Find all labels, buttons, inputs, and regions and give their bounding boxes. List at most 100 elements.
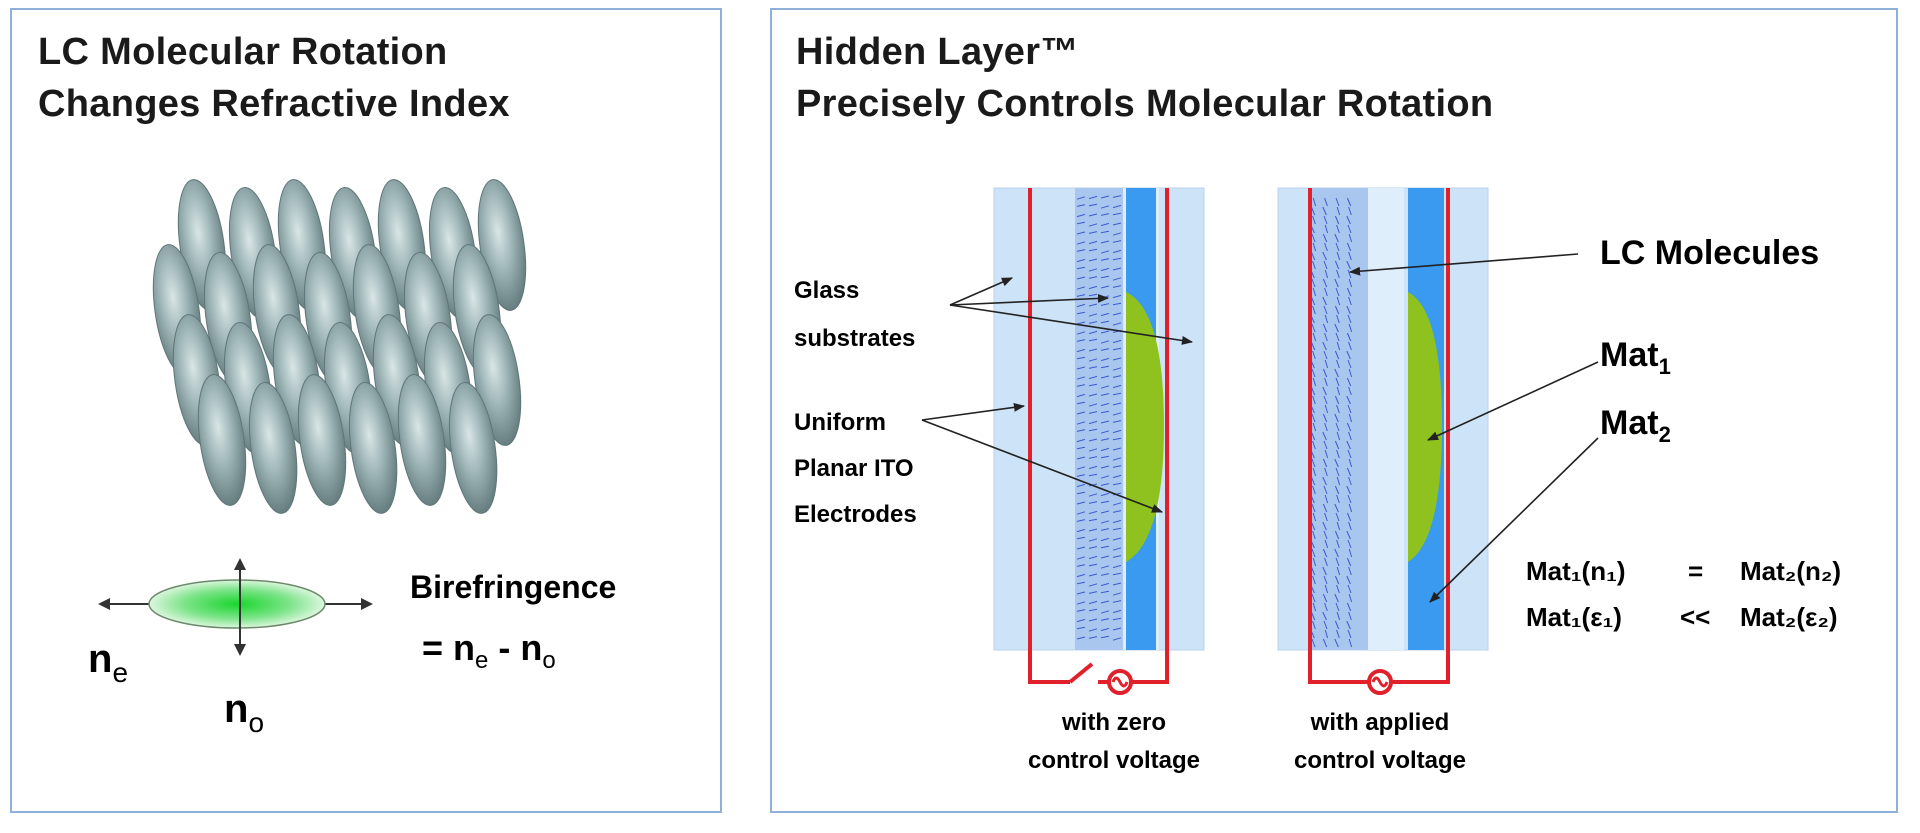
lc-molecule-stroke bbox=[1312, 287, 1317, 297]
lc-molecule-stroke bbox=[1112, 437, 1122, 441]
lc-molecule-stroke bbox=[1312, 530, 1316, 540]
lc-molecule-stroke bbox=[1088, 375, 1098, 380]
lc-molecule-stroke bbox=[1088, 240, 1098, 245]
lc-molecule-stroke bbox=[1322, 386, 1327, 396]
lc-molecule-stroke bbox=[1100, 545, 1110, 549]
lc-molecule-stroke bbox=[1346, 242, 1352, 252]
lc-molecule-stroke bbox=[1334, 530, 1340, 540]
mat1-lens-applied bbox=[1408, 292, 1442, 562]
lc-molecule-stroke bbox=[1334, 620, 1340, 630]
lc-molecule-stroke bbox=[1312, 620, 1316, 630]
lc-molecule-stroke bbox=[1088, 563, 1098, 567]
lc-molecule-stroke bbox=[1348, 521, 1352, 531]
lc-molecule-strokes-zero bbox=[1076, 195, 1122, 641]
lc-molecule-stroke bbox=[1088, 573, 1098, 577]
ito-pointer-arrows bbox=[921, 402, 1164, 513]
lc-molecule-stroke bbox=[1100, 357, 1110, 362]
lc-molecule-stroke bbox=[1088, 330, 1098, 335]
lc-molecule-stroke bbox=[1311, 458, 1316, 468]
lc-molecule-stroke bbox=[1076, 204, 1086, 207]
lc-molecule-stroke bbox=[1112, 240, 1122, 243]
lc-molecule-stroke bbox=[1312, 215, 1316, 225]
lc-molecule-stroke bbox=[1322, 413, 1328, 423]
lc-molecule-stroke bbox=[1112, 502, 1122, 506]
lc-molecule-stroke bbox=[1323, 440, 1328, 450]
cell-zero-voltage bbox=[993, 187, 1205, 695]
lc-molecule-stroke bbox=[1088, 258, 1098, 262]
lc-molecule-stroke bbox=[1346, 575, 1351, 585]
lc-molecule-stroke bbox=[1112, 510, 1122, 513]
lc-molecule-stroke bbox=[1346, 467, 1352, 477]
lc-molecule-stroke bbox=[1336, 359, 1340, 369]
lc-molecule-stroke bbox=[1347, 359, 1352, 369]
lc-molecule-stroke bbox=[1088, 465, 1098, 470]
lc-molecule-stroke bbox=[1312, 602, 1317, 612]
lc-molecule-stroke bbox=[1100, 375, 1110, 379]
ito-label-line1: Uniform bbox=[794, 409, 886, 436]
lc-molecule-stroke bbox=[1100, 627, 1110, 632]
lc-molecule-stroke bbox=[1336, 521, 1341, 531]
lc-molecule-stroke bbox=[1100, 348, 1110, 351]
lc-molecule-stroke bbox=[1348, 386, 1352, 396]
lc-molecule-stroke bbox=[1346, 512, 1352, 522]
lc-molecule-stroke bbox=[1323, 215, 1328, 225]
lc-molecule-stroke bbox=[1076, 376, 1086, 380]
lc-molecule-stroke bbox=[1100, 303, 1110, 306]
lc-molecule-stroke bbox=[1322, 521, 1327, 531]
lc-molecule-stroke bbox=[1076, 601, 1086, 605]
lc-molecule-stroke bbox=[1311, 593, 1316, 603]
lc-molecule-stroke bbox=[1336, 251, 1341, 261]
lc-molecule-stroke bbox=[1312, 467, 1317, 477]
ito-label-line2: Planar ITO bbox=[794, 455, 914, 482]
equations: Mat₁(n₁) = Mat₂(n₂) Mat₁(ε₁) << Mat₂(ε₂) bbox=[1526, 556, 1841, 632]
lc-molecule-stroke bbox=[1348, 206, 1352, 216]
lc-molecule-stroke bbox=[1088, 628, 1098, 632]
lc-molecule-stroke bbox=[1346, 377, 1352, 387]
lc-molecule-stroke bbox=[1112, 195, 1122, 198]
caption-applied-line2: control voltage bbox=[1294, 747, 1466, 774]
lc-molecule-stroke bbox=[1335, 242, 1340, 252]
lc-molecule-stroke bbox=[1323, 350, 1328, 360]
lc-molecule-stroke bbox=[1076, 249, 1086, 252]
lc-molecule-stroke bbox=[1322, 233, 1328, 243]
lc-molecule-stroke bbox=[1100, 250, 1110, 254]
lc-molecule-stroke bbox=[1076, 286, 1086, 290]
lc-molecule-stroke bbox=[1348, 593, 1353, 603]
lc-molecule-stroke bbox=[1347, 539, 1352, 549]
lc-molecule-stroke bbox=[1346, 440, 1351, 450]
lc-molecule-stroke bbox=[1324, 629, 1329, 639]
lc-molecule-stroke bbox=[1100, 213, 1110, 216]
ne-label: ne bbox=[88, 637, 128, 688]
lc-molecule-stroke bbox=[1346, 215, 1351, 225]
lc-molecule-stroke bbox=[1312, 575, 1316, 585]
no-label: no bbox=[224, 687, 264, 738]
lc-molecule-stroke bbox=[1076, 331, 1086, 335]
lc-molecule-stroke bbox=[1100, 492, 1110, 497]
lc-molecule-stroke bbox=[1112, 322, 1122, 326]
lc-molecule-stroke bbox=[1336, 404, 1340, 414]
lc-molecule-stroke bbox=[1076, 401, 1086, 405]
lc-molecule-stroke bbox=[1347, 404, 1352, 414]
lc-molecule-stroke bbox=[1112, 257, 1122, 261]
lc-molecule-stroke bbox=[1076, 393, 1086, 398]
lc-molecule-stroke bbox=[1076, 258, 1086, 263]
lc-ellipsoid bbox=[297, 374, 347, 506]
lc-molecule-stroke bbox=[1100, 258, 1110, 261]
lc-molecule-stroke bbox=[1311, 368, 1316, 378]
lc-molecule-stroke bbox=[1348, 638, 1353, 648]
lc-molecule-stroke bbox=[1076, 429, 1086, 432]
lc-molecule-stroke bbox=[1100, 330, 1110, 334]
lc-molecule-stroke bbox=[1076, 618, 1086, 623]
right-panel: Hidden Layer™ Precisely Controls Molecul… bbox=[770, 8, 1898, 813]
lc-molecule-stroke bbox=[1100, 500, 1110, 504]
lc-molecule-stroke bbox=[1112, 465, 1122, 468]
lc-molecule-stroke bbox=[1112, 285, 1122, 288]
lc-molecule-stroke bbox=[1335, 332, 1340, 342]
lc-molecule-stroke bbox=[1112, 572, 1122, 576]
lc-molecule-stroke bbox=[1076, 196, 1086, 200]
lc-molecules-label: LC Molecules bbox=[1600, 234, 1819, 272]
right-title-line1: Hidden Layer™ bbox=[796, 31, 1079, 73]
lc-molecule-stroke bbox=[1088, 268, 1098, 272]
lc-molecule-stroke bbox=[1346, 422, 1352, 432]
lc-molecule-stroke bbox=[1336, 431, 1341, 441]
